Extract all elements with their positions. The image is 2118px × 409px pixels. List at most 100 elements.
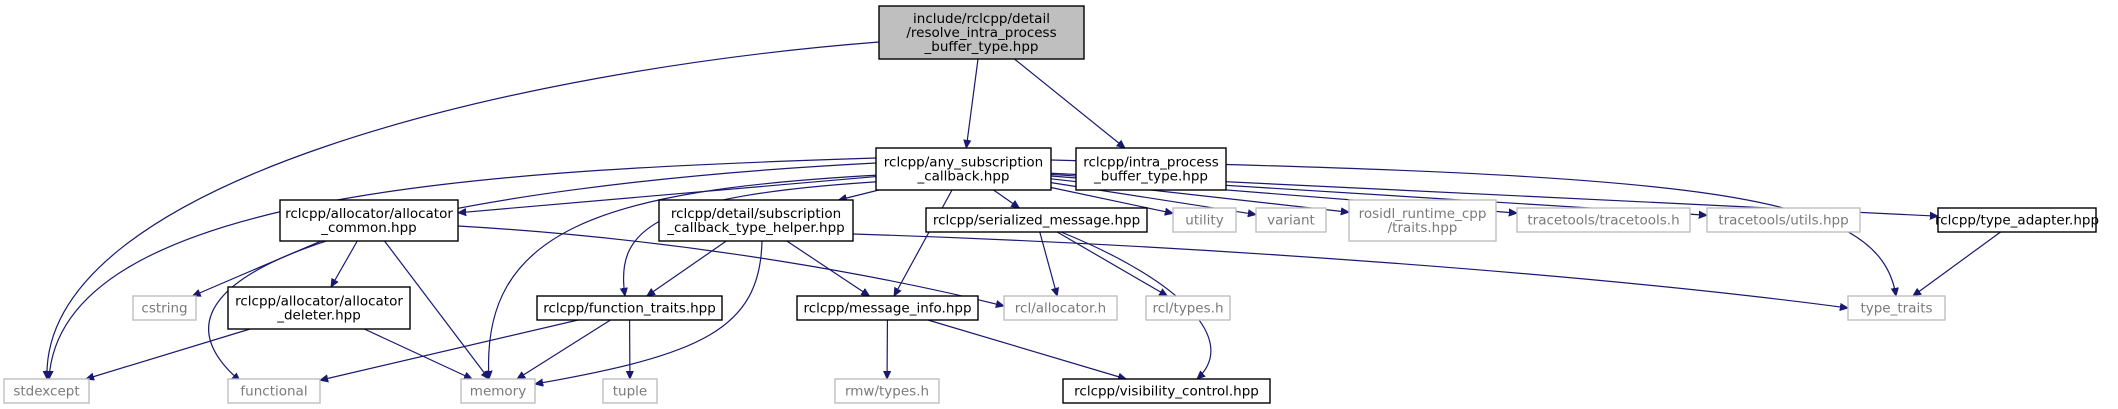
node-label-line: rclcpp/message_info.hpp <box>803 301 971 317</box>
node-type-adapter[interactable]: rclcpp/type_adapter.hpp <box>1935 207 2099 233</box>
node-tt-tracetools: tracetools/tracetools.h <box>1516 207 1691 233</box>
node-label-line: tracetools/utils.hpp <box>1718 213 1848 229</box>
node-cstring: cstring <box>132 295 197 321</box>
node-label-line: rclcpp/allocator/allocator <box>285 206 453 222</box>
node-label-line: _buffer_type.hpp <box>1093 169 1208 185</box>
node-label-line: rmw/types.h <box>845 384 929 400</box>
node-label-line: stdexcept <box>13 384 79 400</box>
edge-any-sub-to-type-traits <box>1050 159 1896 296</box>
node-label-line: /traits.hpp <box>1388 220 1458 236</box>
node-box <box>132 295 197 321</box>
node-label-line: _deleter.hpp <box>276 308 361 324</box>
node-label-line: rclcpp/function_traits.hpp <box>543 301 716 317</box>
node-box <box>1847 295 1946 321</box>
node-ser-msg[interactable]: rclcpp/serialized_message.hpp <box>925 207 1148 233</box>
node-label-line: rclcpp/allocator/allocator <box>235 294 403 310</box>
node-box <box>1003 295 1118 321</box>
node-vis-ctrl[interactable]: rclcpp/visibility_control.hpp <box>1062 378 1271 404</box>
node-label-line: type_traits <box>1860 301 1932 317</box>
edge-alloc-deleter-to-stdexcept <box>86 328 251 379</box>
node-tuple: tuple <box>602 378 658 404</box>
node-box <box>1075 147 1227 191</box>
node-memory: memory <box>460 378 536 404</box>
node-rcl-alloc: rcl/allocator.h <box>1003 295 1118 321</box>
node-box <box>925 207 1148 233</box>
node-stdexcept: stdexcept <box>3 378 90 404</box>
edge-msg-info-to-vis-ctrl <box>927 319 1126 379</box>
node-label-line: rclcpp/detail/subscription <box>671 206 841 222</box>
edge-any-sub-to-utility <box>1050 186 1173 214</box>
node-variant: variant <box>1255 207 1327 233</box>
node-label-line: variant <box>1267 213 1315 229</box>
node-label-line: /resolve_intra_process <box>906 25 1056 41</box>
edge-sub-cb-helper-to-memory <box>535 240 763 384</box>
edge-sub-cb-helper-to-type-traits <box>852 233 1848 308</box>
edge-any-sub-to-stdexcept <box>49 157 877 379</box>
node-func-traits[interactable]: rclcpp/function_traits.hpp <box>536 295 723 321</box>
edge-sub-cb-helper-to-msg-info <box>786 240 870 296</box>
node-box <box>602 378 658 404</box>
node-box <box>1516 207 1691 233</box>
nodes-layer: include/rclcpp/detail/resolve_intra_proc… <box>3 5 2099 404</box>
edge-root-to-ip-buf <box>1014 58 1125 148</box>
node-box <box>1706 207 1861 233</box>
edge-alloc-common-to-alloc-deleter <box>331 240 358 287</box>
node-label-line: _common.hpp <box>320 220 417 236</box>
node-box <box>3 378 90 404</box>
node-alloc-common[interactable]: rclcpp/allocator/allocator_common.hpp <box>279 199 459 242</box>
node-label-line: rclcpp/any_subscription <box>884 155 1043 171</box>
edge-any-sub-to-sub-cb-helper <box>839 189 880 200</box>
node-box <box>460 378 536 404</box>
edge-alloc-common-to-memory <box>384 240 489 379</box>
node-label-line: tracetools/tracetools.h <box>1527 213 1679 229</box>
edge-func-traits-to-functional <box>320 319 579 380</box>
node-rosidl: rosidl_runtime_cpp/traits.hpp <box>1348 199 1497 242</box>
node-ip-buf[interactable]: rclcpp/intra_process_buffer_type.hpp <box>1075 147 1227 191</box>
edge-any-sub-to-functional <box>208 162 877 381</box>
node-box <box>878 5 1085 60</box>
node-label-line: memory <box>470 384 526 400</box>
node-box <box>1062 378 1271 404</box>
node-box <box>536 295 723 321</box>
node-label-line: rclcpp/intra_process <box>1083 155 1219 171</box>
node-label-line: cstring <box>141 301 187 317</box>
node-label-line: rcl/types.h <box>1152 301 1223 317</box>
edge-sub-cb-helper-to-func-traits <box>647 240 727 296</box>
edge-alloc-deleter-to-memory <box>364 328 472 380</box>
node-utility: utility <box>1172 207 1237 233</box>
node-label-line: rclcpp/visibility_control.hpp <box>1074 384 1259 400</box>
node-any-sub[interactable]: rclcpp/any_subscription_callback.hpp <box>875 147 1052 191</box>
node-label-line: rosidl_runtime_cpp <box>1359 206 1487 222</box>
node-label-line: utility <box>1185 213 1223 229</box>
edge-any-sub-to-ser-msg <box>993 189 1020 208</box>
node-sub-cb-helper[interactable]: rclcpp/detail/subscription_callback_type… <box>658 199 854 242</box>
node-box <box>658 199 854 242</box>
node-label-line: rcl/allocator.h <box>1015 301 1106 317</box>
node-label-line: rclcpp/type_adapter.hpp <box>1935 213 2099 229</box>
node-root[interactable]: include/rclcpp/detail/resolve_intra_proc… <box>878 5 1085 60</box>
node-rmw-types: rmw/types.h <box>834 378 940 404</box>
node-alloc-deleter[interactable]: rclcpp/allocator/allocator_deleter.hpp <box>227 286 411 330</box>
node-label-line: _buffer_type.hpp <box>924 39 1039 55</box>
node-tt-utils: tracetools/utils.hpp <box>1706 207 1861 233</box>
node-box <box>1172 207 1237 233</box>
edge-alloc-common-to-cstring <box>193 240 322 296</box>
node-msg-info[interactable]: rclcpp/message_info.hpp <box>796 295 979 321</box>
edge-alloc-common-to-rcl-alloc <box>457 225 1004 306</box>
edge-any-sub-to-alloc-common <box>458 175 877 213</box>
node-box <box>227 286 411 330</box>
edge-root-to-stdexcept <box>47 41 880 379</box>
node-label-line: tuple <box>613 384 647 400</box>
node-box <box>1255 207 1327 233</box>
edge-func-traits-to-memory <box>517 319 611 379</box>
node-label-line: _callback.hpp <box>916 169 1009 185</box>
node-box <box>1937 207 2097 233</box>
node-label-line: include/rclcpp/detail <box>913 11 1050 27</box>
node-box <box>227 378 321 404</box>
node-box <box>875 147 1052 191</box>
node-label-line: functional <box>240 384 307 400</box>
node-box <box>1145 295 1231 321</box>
edge-root-to-any-sub <box>966 58 979 148</box>
node-label-line: _callback_type_helper.hpp <box>666 220 844 236</box>
